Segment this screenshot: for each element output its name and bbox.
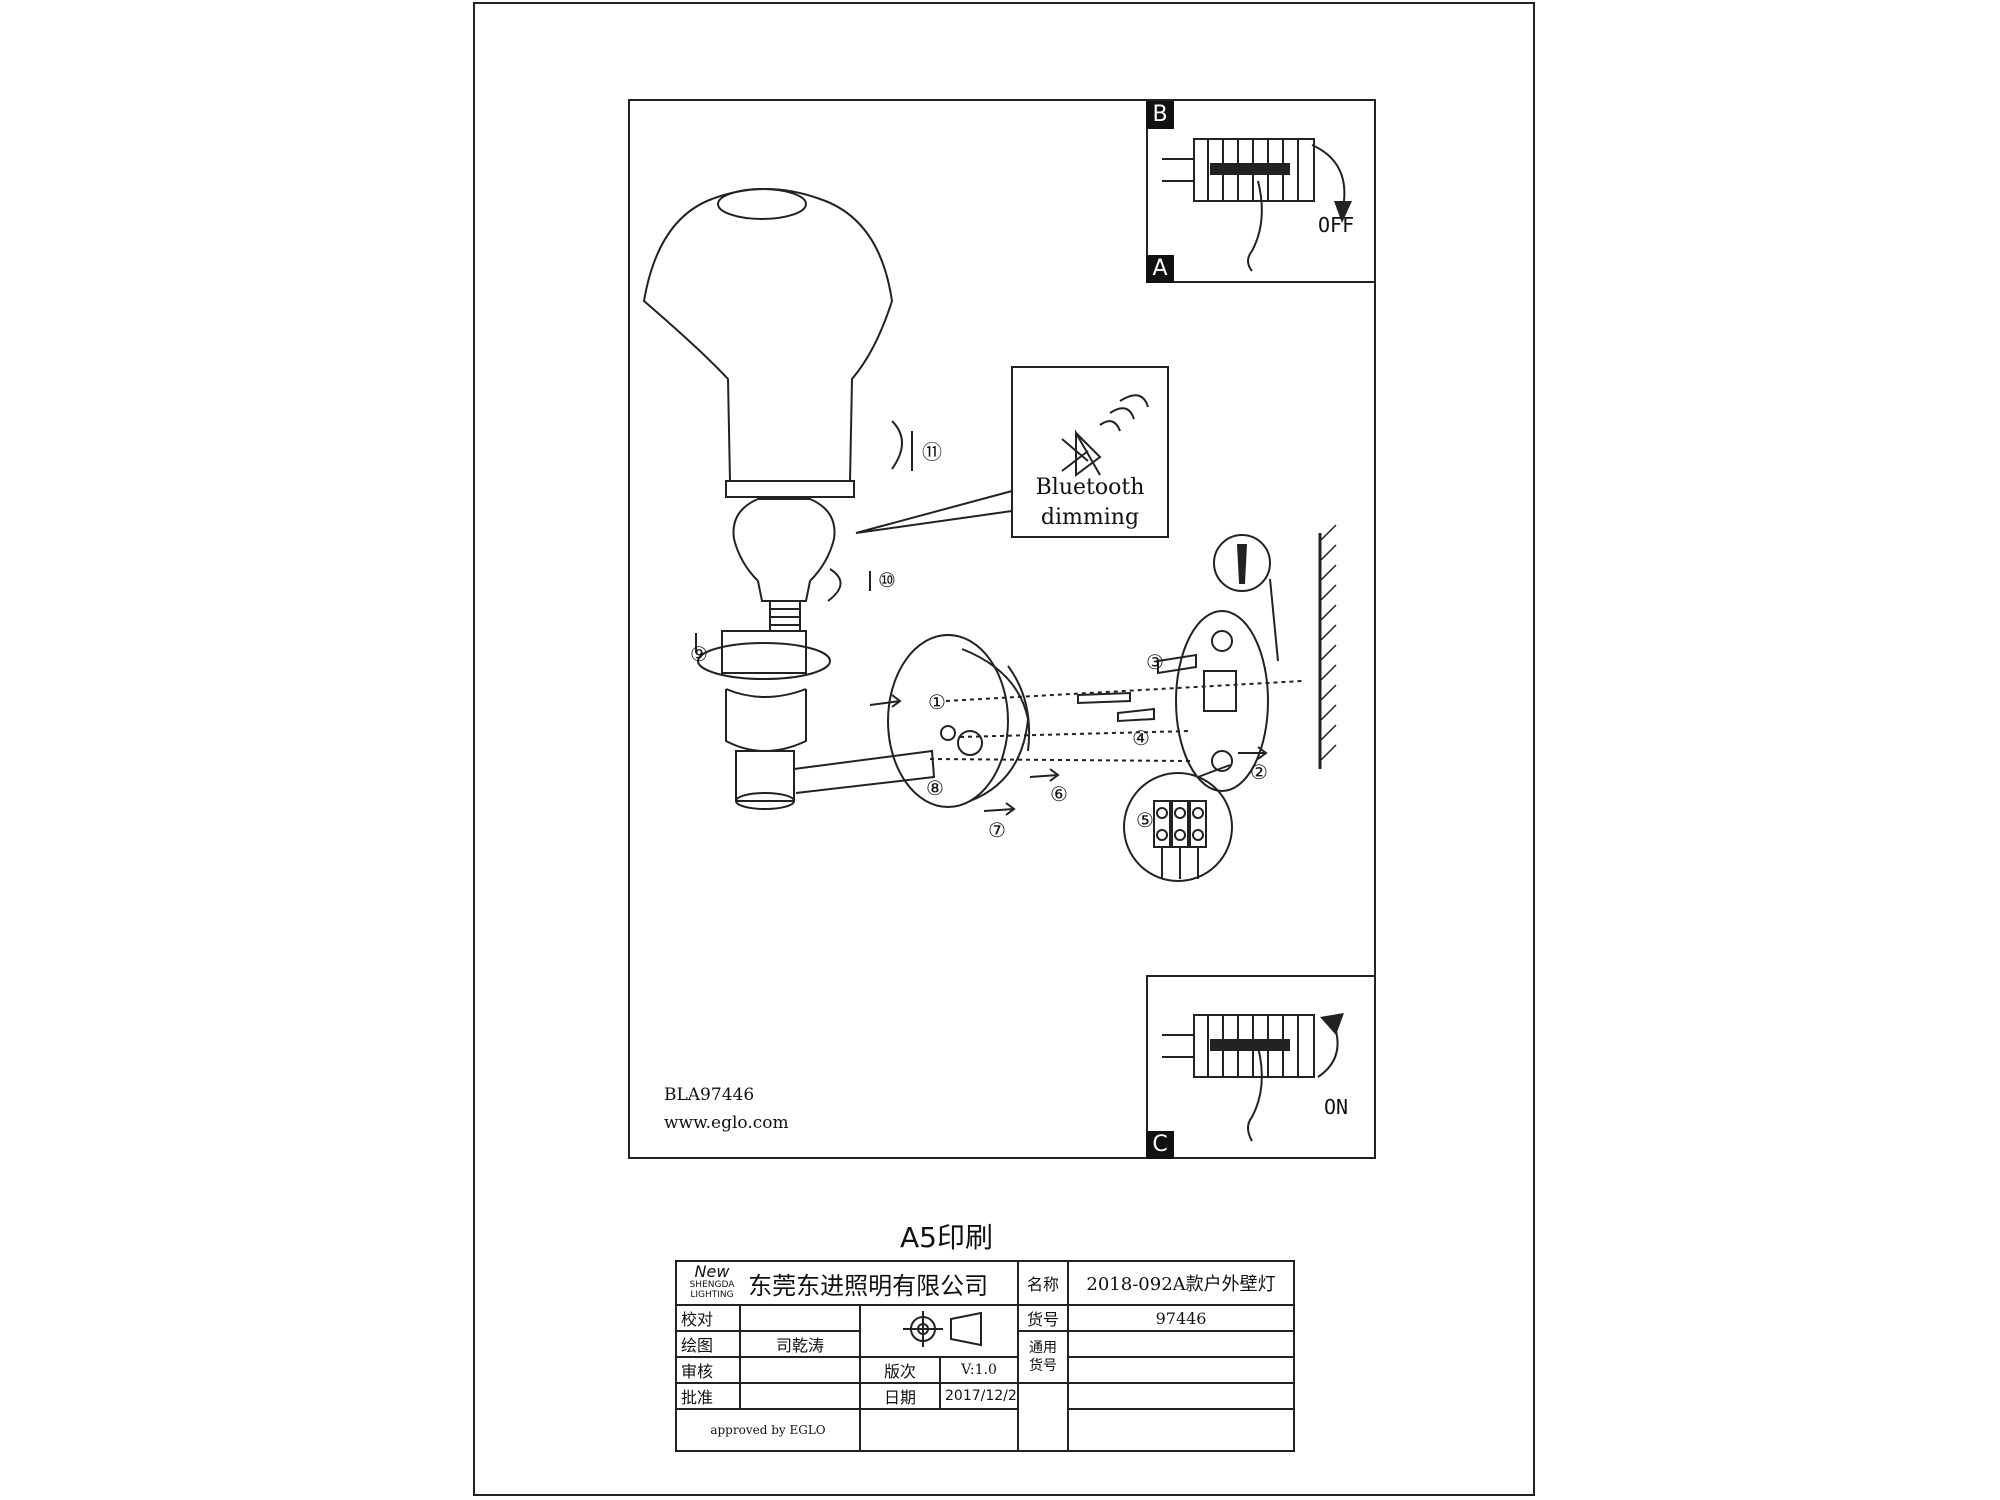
breaker-on-inset: C ON xyxy=(1146,975,1376,1159)
step-5-label: ⑤ xyxy=(1136,808,1154,832)
mounting-plate xyxy=(1175,610,1269,792)
drill-detail-circle xyxy=(1213,534,1271,592)
step-9-label: ⑨ xyxy=(690,642,708,666)
blank-cell-b xyxy=(1067,1382,1296,1410)
breaker-panel-on-illustration xyxy=(1162,1013,1344,1142)
common-label-line-2: 货号 xyxy=(1029,1358,1058,1374)
name-label: 名称 xyxy=(1017,1260,1070,1306)
logo-line-1: SHENGDA xyxy=(689,1279,735,1290)
step-4-label: ④ xyxy=(1132,726,1150,750)
socket-cup xyxy=(721,630,807,674)
drawing-sheet-border xyxy=(473,2,1535,1496)
title-block-table: New SHENGDA LIGHTING 东莞东进照明有限公司 名称 2018-… xyxy=(674,1260,1296,1452)
version-label: 版次 xyxy=(859,1356,941,1384)
product-name: 2018-092A款户外壁灯 xyxy=(1067,1260,1296,1306)
step-2-label: ② xyxy=(1250,760,1268,784)
inset-label-b: B xyxy=(1146,101,1174,129)
version-value: V:1.0 xyxy=(938,1356,1020,1384)
approved-by-label: approved by EGLO xyxy=(675,1408,861,1452)
socket-ring xyxy=(697,642,831,680)
wall-backplate xyxy=(887,634,1009,808)
common-label-line-1: 通用 xyxy=(1029,1340,1058,1356)
projection-symbol-cell xyxy=(858,1304,1020,1358)
fixing-screw-2 xyxy=(1117,707,1155,723)
assembly-drawing-frame: ⑪ ⑩ ⑨ ① ⑧ ⑥ ⑦ ③ ④ ⑤ ② Bluetooth dimming … xyxy=(628,99,1376,1159)
item-number: 97446 xyxy=(1067,1304,1296,1332)
terminal-block-detail xyxy=(1123,772,1233,882)
review-label: 审核 xyxy=(675,1356,741,1384)
approve-label: 批准 xyxy=(675,1382,741,1410)
bluetooth-callout-box xyxy=(1011,366,1169,538)
callout-line-2: dimming xyxy=(1040,505,1140,530)
review-value xyxy=(739,1356,861,1384)
step-6-label: ⑥ xyxy=(1050,782,1068,806)
bluetooth-icon xyxy=(1061,429,1102,477)
logo-line-2: LIGHTING xyxy=(690,1289,734,1300)
date-value: 2017/12/25 xyxy=(938,1382,1020,1410)
item-label: 货号 xyxy=(1017,1304,1070,1332)
approve-value xyxy=(739,1382,861,1410)
lamp-arm xyxy=(793,749,936,794)
step-8-label: ⑧ xyxy=(926,776,944,800)
fixing-screw xyxy=(1077,691,1131,705)
switch-off-label: OFF xyxy=(1318,213,1355,237)
step-1-label: ① xyxy=(928,690,946,714)
logo-mark: New xyxy=(694,1261,730,1281)
step-3-label: ③ xyxy=(1146,650,1164,674)
company-cell: New SHENGDA LIGHTING 东莞东进照明有限公司 xyxy=(674,1260,1020,1306)
company-logo: New SHENGDA LIGHTING xyxy=(681,1263,743,1300)
common-item-value xyxy=(1067,1330,1296,1358)
date-label: 日期 xyxy=(859,1382,941,1410)
step-11-label: ⑪ xyxy=(922,440,942,464)
led-bulb xyxy=(732,498,836,602)
blank-cell-a xyxy=(1017,1382,1070,1452)
common-item-label: 通用 货号 xyxy=(1017,1330,1070,1384)
lamp-holder-body xyxy=(725,689,807,752)
step-7-label: ⑦ xyxy=(988,818,1006,842)
print-size-note: A5印刷 xyxy=(900,1221,993,1254)
model-info: BLA97446 www.eglo.com xyxy=(664,1081,789,1137)
twist-arrow-shade xyxy=(891,420,903,470)
lamp-shade xyxy=(642,188,894,482)
bluetooth-waves-icon xyxy=(1099,394,1149,432)
drawer-name: 司乾涛 xyxy=(739,1330,861,1358)
step-10-label: ⑩ xyxy=(878,568,896,592)
bluetooth-dimming-label: Bluetooth dimming xyxy=(1012,473,1168,533)
check-label: 校对 xyxy=(675,1304,741,1332)
company-name: 东莞东进照明有限公司 xyxy=(748,1271,989,1300)
shade-opening xyxy=(717,188,807,220)
breaker-panel-off-illustration xyxy=(1162,138,1352,272)
website-url: www.eglo.com xyxy=(664,1113,789,1133)
common-item-value-2 xyxy=(1067,1356,1296,1384)
draw-label: 绘图 xyxy=(675,1330,741,1358)
blank-cell-c xyxy=(858,1408,1020,1452)
switch-on-label: ON xyxy=(1324,1095,1349,1119)
title-block: New SHENGDA LIGHTING 东莞东进照明有限公司 名称 2018-… xyxy=(674,1260,1296,1452)
model-number: BLA97446 xyxy=(664,1085,755,1105)
lamp-column xyxy=(735,750,795,802)
assembly-illustration: ⑪ ⑩ ⑨ ① ⑧ ⑥ ⑦ ③ ④ ⑤ ② xyxy=(642,188,1337,882)
breaker-off-inset: B A OFF xyxy=(1146,99,1376,283)
shade-base-ring xyxy=(725,480,855,498)
callout-line-1: Bluetooth xyxy=(1035,475,1145,500)
inset-label-c: C xyxy=(1146,1131,1174,1159)
wall-plug xyxy=(1157,653,1197,675)
blank-cell-d xyxy=(1067,1408,1296,1452)
inset-label-a: A xyxy=(1146,255,1174,283)
check-value xyxy=(739,1304,861,1332)
third-angle-projection-icon xyxy=(903,1311,983,1347)
twist-arrow-bulb xyxy=(827,568,842,602)
